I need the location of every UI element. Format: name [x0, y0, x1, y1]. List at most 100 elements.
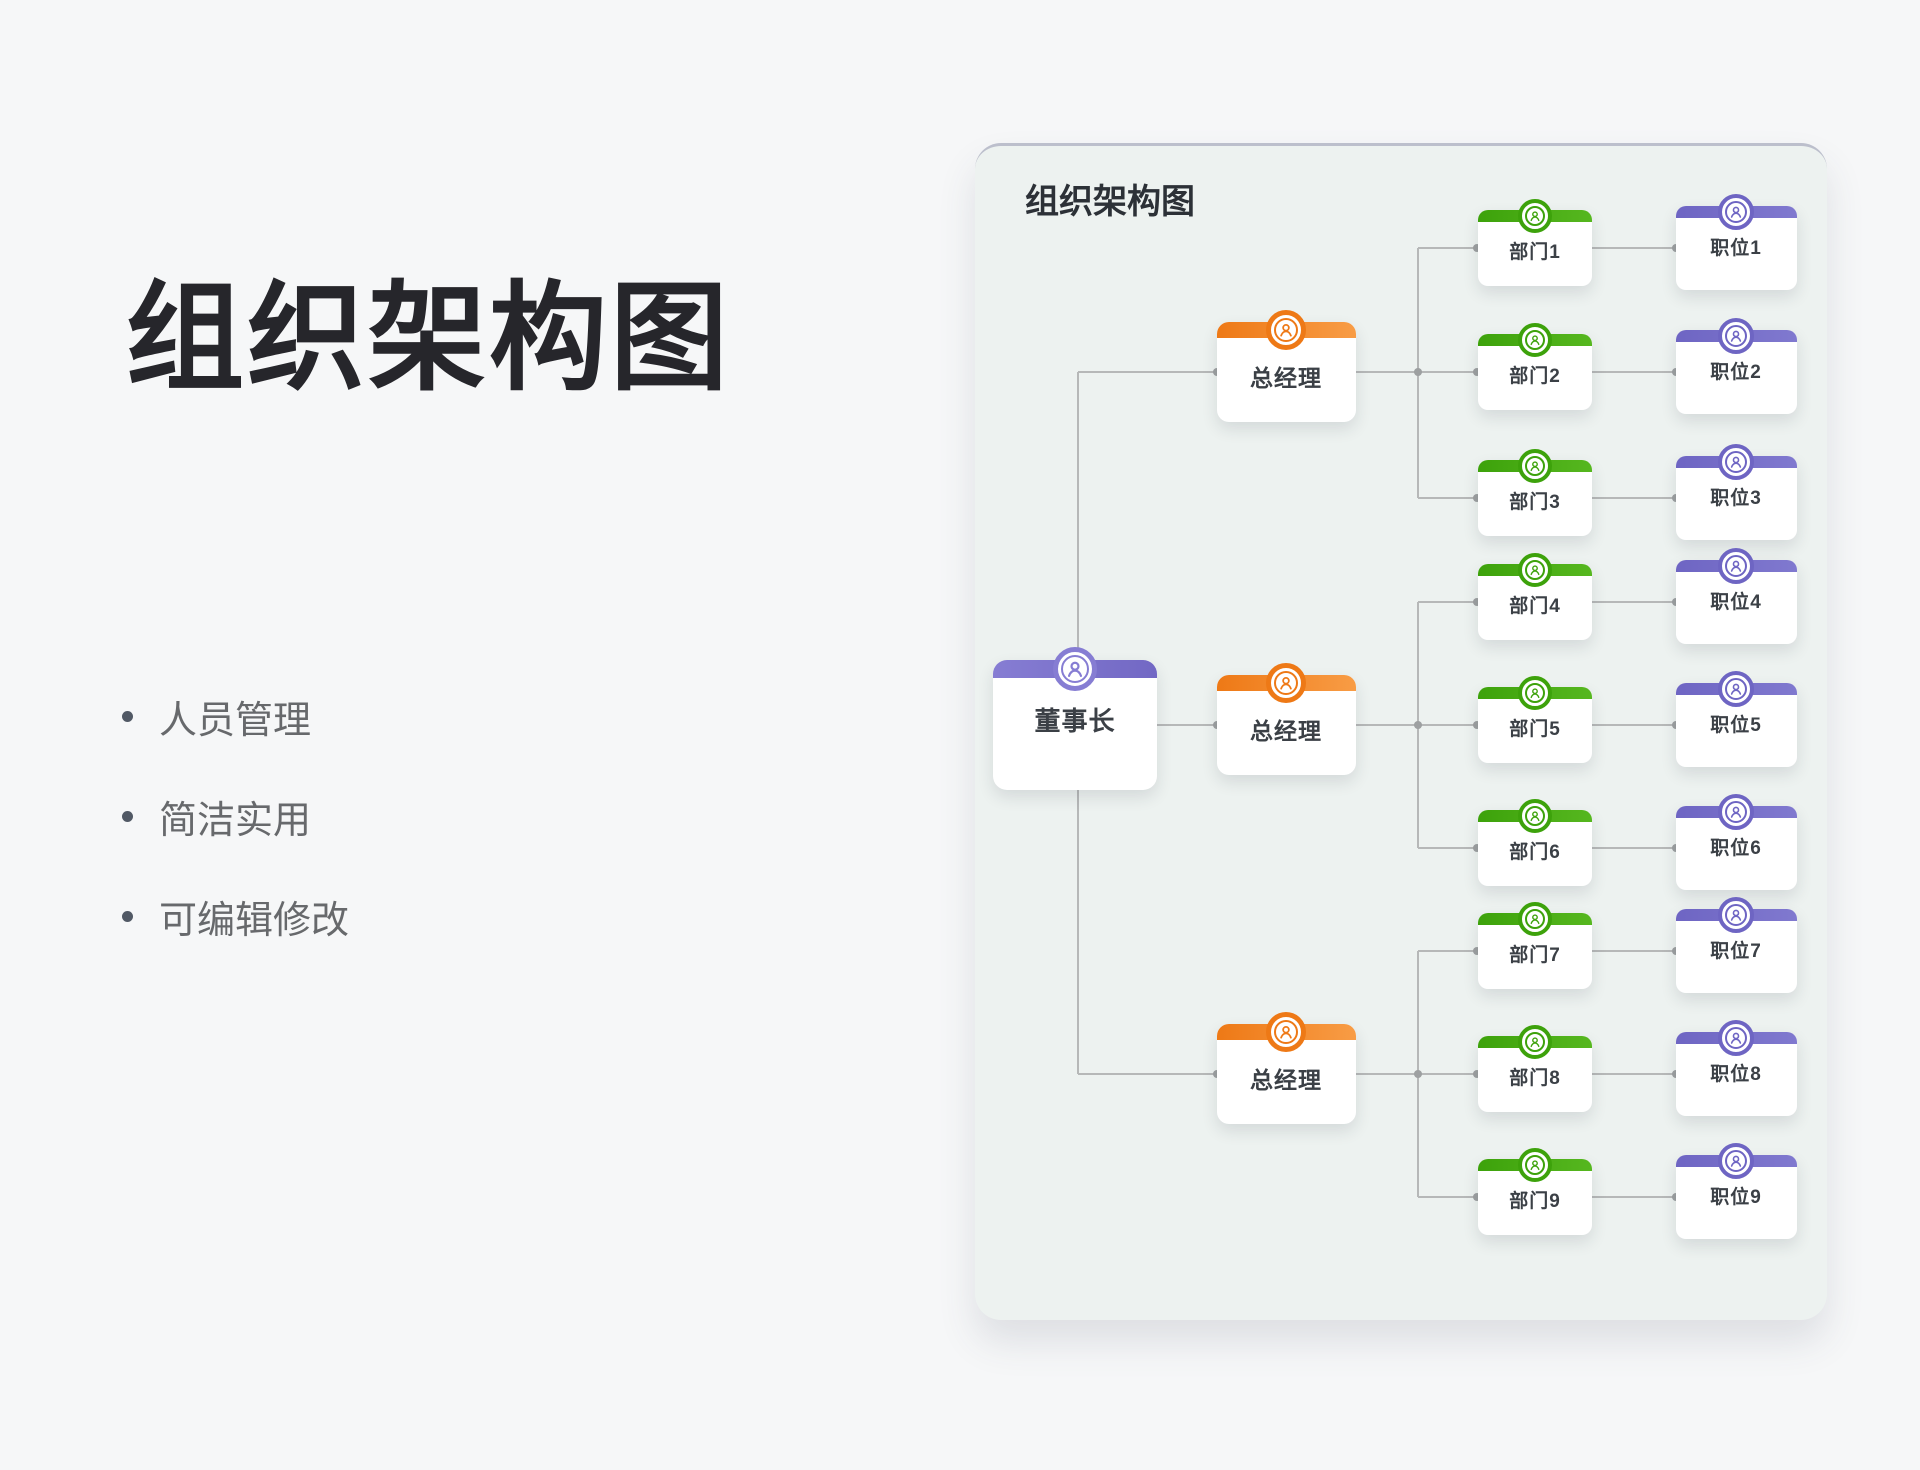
org-node-pos: 职位7 — [1675, 897, 1797, 993]
bullet-icon — [122, 710, 133, 722]
person-icon — [1274, 318, 1298, 342]
person-badge-icon — [1718, 897, 1754, 933]
node-label: 职位5 — [1710, 714, 1762, 736]
node-label: 职位8 — [1710, 1063, 1762, 1085]
person-icon — [1525, 560, 1545, 580]
org-node-pos: 职位9 — [1675, 1143, 1797, 1239]
bullet-icon — [122, 910, 133, 922]
org-node-pos: 职位8 — [1675, 1020, 1797, 1116]
feature-list: 人员管理 简洁实用 可编辑修改 — [122, 692, 349, 992]
person-icon — [1274, 1020, 1298, 1044]
org-node-pos: 职位4 — [1675, 548, 1797, 644]
node-label: 部门7 — [1509, 944, 1561, 966]
org-node-dept: 部门7 — [1478, 902, 1592, 989]
node-label: 职位4 — [1710, 591, 1762, 613]
person-badge-icon — [1266, 310, 1306, 350]
person-badge-icon — [1718, 1143, 1754, 1179]
node-label: 部门8 — [1509, 1067, 1561, 1089]
org-node-pos: 职位6 — [1675, 794, 1797, 890]
person-icon — [1725, 801, 1747, 823]
list-item: 人员管理 — [122, 692, 349, 742]
person-icon — [1725, 555, 1747, 577]
node-label: 总经理 — [1250, 718, 1322, 744]
person-icon — [1525, 330, 1545, 350]
person-badge-icon — [1718, 548, 1754, 584]
list-item: 可编辑修改 — [122, 892, 349, 942]
person-badge-icon — [1518, 449, 1552, 483]
node-label: 职位2 — [1710, 361, 1762, 383]
org-node-dept: 部门3 — [1478, 449, 1592, 536]
node-label: 职位6 — [1710, 837, 1762, 859]
node-label: 部门3 — [1509, 491, 1561, 513]
node-label: 总经理 — [1250, 365, 1322, 391]
node-label: 董事长 — [1034, 705, 1116, 736]
person-badge-icon — [1053, 647, 1097, 691]
panel-title: 组织架构图 — [1025, 183, 1195, 221]
node-label: 部门6 — [1509, 841, 1561, 863]
person-icon — [1061, 655, 1089, 683]
node-label: 部门9 — [1509, 1190, 1561, 1212]
node-label: 部门2 — [1509, 365, 1561, 387]
person-icon — [1725, 678, 1747, 700]
person-icon — [1725, 904, 1747, 926]
org-node-pos: 职位3 — [1675, 444, 1797, 540]
list-item: 简洁实用 — [122, 792, 349, 842]
person-badge-icon — [1518, 323, 1552, 357]
person-icon — [1725, 325, 1747, 347]
person-icon — [1274, 671, 1298, 695]
node-label: 部门4 — [1509, 595, 1561, 617]
person-icon — [1725, 1027, 1747, 1049]
bullet-icon — [122, 810, 133, 822]
node-label: 职位3 — [1710, 487, 1762, 509]
org-node-manager: 总经理 — [1216, 663, 1356, 775]
org-node-pos: 职位2 — [1675, 318, 1797, 414]
bullet-text: 人员管理 — [159, 699, 312, 742]
person-icon — [1525, 1155, 1545, 1175]
org-node-dept: 部门2 — [1478, 323, 1592, 410]
person-icon — [1525, 909, 1545, 929]
org-node-manager: 总经理 — [1216, 1012, 1356, 1124]
person-icon — [1525, 806, 1545, 826]
org-node-root: 董事长 — [993, 647, 1157, 790]
node-label: 部门5 — [1509, 718, 1561, 740]
person-badge-icon — [1518, 799, 1552, 833]
org-node-dept: 部门6 — [1478, 799, 1592, 886]
person-icon — [1525, 1032, 1545, 1052]
bullet-text: 简洁实用 — [159, 799, 312, 842]
org-node-pos: 职位1 — [1675, 194, 1797, 290]
person-badge-icon — [1518, 902, 1552, 936]
person-badge-icon — [1518, 553, 1552, 587]
person-badge-icon — [1718, 1020, 1754, 1056]
node-label: 职位1 — [1710, 237, 1762, 259]
person-badge-icon — [1718, 194, 1754, 230]
person-badge-icon — [1266, 1012, 1306, 1052]
person-badge-icon — [1518, 199, 1552, 233]
bullet-text: 可编辑修改 — [159, 899, 350, 942]
person-badge-icon — [1518, 1148, 1552, 1182]
org-node-dept: 部门5 — [1478, 676, 1592, 763]
person-badge-icon — [1718, 318, 1754, 354]
page-title: 组织架构图 — [126, 273, 732, 405]
person-icon — [1525, 683, 1545, 703]
node-label: 职位9 — [1710, 1186, 1762, 1208]
connector-dot — [1414, 1070, 1422, 1078]
org-node-dept: 部门4 — [1478, 553, 1592, 640]
org-node-dept: 部门1 — [1478, 199, 1592, 286]
connector-dot — [1414, 368, 1422, 376]
person-icon — [1525, 456, 1545, 476]
person-icon — [1725, 201, 1747, 223]
person-icon — [1725, 451, 1747, 473]
person-icon — [1525, 206, 1545, 226]
person-badge-icon — [1718, 794, 1754, 830]
node-label: 总经理 — [1250, 1067, 1322, 1093]
person-badge-icon — [1518, 1025, 1552, 1059]
org-node-dept: 部门9 — [1478, 1148, 1592, 1235]
person-badge-icon — [1266, 663, 1306, 703]
org-node-dept: 部门8 — [1478, 1025, 1592, 1112]
connector-dot — [1414, 721, 1422, 729]
person-badge-icon — [1518, 676, 1552, 710]
org-node-pos: 职位5 — [1675, 671, 1797, 767]
person-badge-icon — [1718, 444, 1754, 480]
